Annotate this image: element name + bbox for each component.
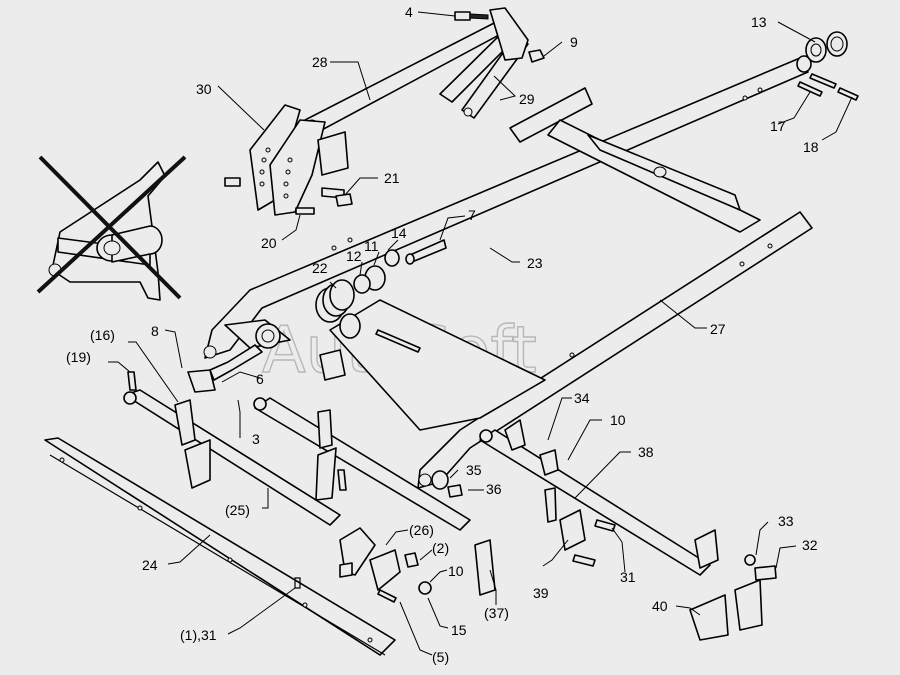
lower-bar-37 xyxy=(253,397,496,596)
cross-stroke-2 xyxy=(36,155,187,294)
label-part-2: (2) xyxy=(432,540,449,556)
right-bar-38 xyxy=(479,419,777,641)
spring-washer-group xyxy=(187,239,463,498)
label-part-10-left: 10 xyxy=(448,563,464,579)
label-part-31: 31 xyxy=(620,569,636,585)
label-part-1-31: (1),31 xyxy=(180,627,217,643)
label-part-40: 40 xyxy=(652,598,668,614)
label-part-21: 21 xyxy=(384,170,400,186)
label-part-19: (19) xyxy=(66,349,91,365)
label-part-37: (37) xyxy=(484,605,509,621)
label-part-7: 7 xyxy=(468,207,476,223)
label-part-12: 12 xyxy=(346,248,362,264)
label-part-3: 3 xyxy=(252,431,260,447)
label-part-10-right: 10 xyxy=(610,412,626,428)
lower-bar-25 xyxy=(123,371,341,526)
label-part-36: 36 xyxy=(486,481,502,497)
label-part-30: 30 xyxy=(196,81,212,97)
leader-lines xyxy=(108,11,853,656)
label-part-9: 9 xyxy=(570,34,578,50)
perforated-bracket-30 xyxy=(224,104,353,216)
blade-24 xyxy=(44,437,396,656)
label-part-27: 27 xyxy=(710,321,726,337)
label-part-39: 39 xyxy=(533,585,549,601)
label-part-24: 24 xyxy=(142,557,158,573)
part-labels: 4 9 13 17 18 28 29 30 21 20 7 14 11 12 2… xyxy=(66,4,819,665)
label-part-28: 28 xyxy=(312,54,328,70)
label-part-6: 6 xyxy=(256,371,264,387)
label-part-8: 8 xyxy=(151,323,159,339)
label-part-5: (5) xyxy=(432,649,449,665)
frame-rail-23 xyxy=(203,55,812,359)
label-part-20: 20 xyxy=(261,235,277,251)
label-part-15: 15 xyxy=(451,622,467,638)
label-part-32: 32 xyxy=(802,537,818,553)
label-part-35: 35 xyxy=(466,462,482,478)
label-part-29: 29 xyxy=(519,91,535,107)
bracket-parts-group xyxy=(339,527,432,603)
label-part-13: 13 xyxy=(751,14,767,30)
label-part-18: 18 xyxy=(803,139,819,155)
crossed-out-assembly xyxy=(36,155,187,301)
label-part-26: (26) xyxy=(409,522,434,538)
label-part-17: 17 xyxy=(770,118,786,134)
label-part-14: 14 xyxy=(391,225,407,241)
label-part-38: 38 xyxy=(638,444,654,460)
label-part-16: (16) xyxy=(90,327,115,343)
washers-and-pins-13-17-18 xyxy=(797,31,859,101)
label-part-4: 4 xyxy=(405,4,413,20)
label-part-25: (25) xyxy=(225,502,250,518)
label-part-34: 34 xyxy=(574,390,590,406)
label-part-22: 22 xyxy=(312,260,328,276)
label-part-11: 11 xyxy=(364,238,379,254)
label-part-33: 33 xyxy=(778,513,794,529)
link-arm-assembly xyxy=(304,7,545,133)
label-part-23: 23 xyxy=(527,255,543,271)
